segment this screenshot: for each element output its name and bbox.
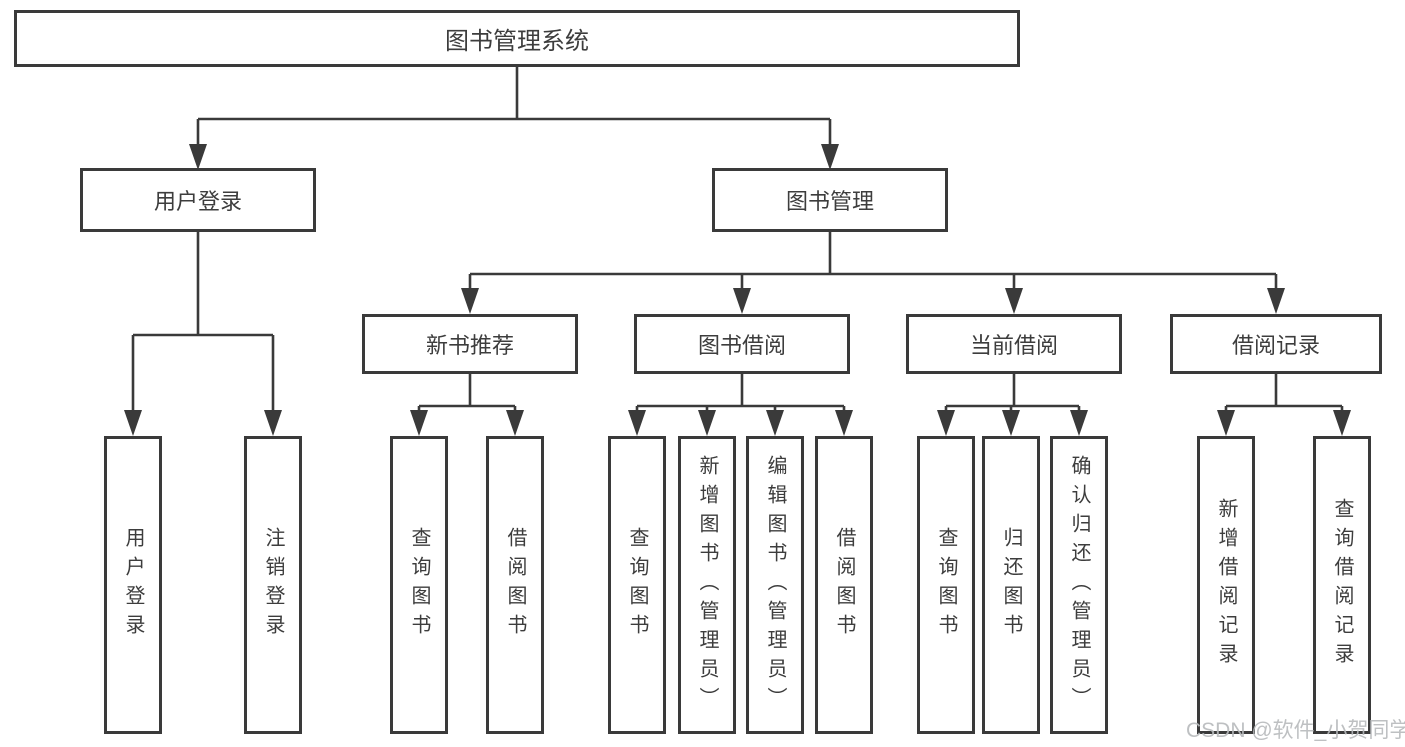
- node-borrow-records: 借阅记录: [1170, 314, 1382, 374]
- leaf-query-book-recommend: 查询图书: [390, 436, 448, 734]
- leaf-add-borrow-record: 新增借阅记录: [1197, 436, 1255, 734]
- node-root-system: 图书管理系统: [14, 10, 1020, 67]
- leaf-user-login: 用户登录: [104, 436, 162, 734]
- leaf-borrow-book-recommend: 借阅图书: [486, 436, 544, 734]
- node-current-borrow: 当前借阅: [906, 314, 1122, 374]
- leaf-confirm-return-admin: 确认归还（管理员）: [1050, 436, 1108, 734]
- leaf-borrow-book: 借阅图书: [815, 436, 873, 734]
- leaf-query-book-current: 查询图书: [917, 436, 975, 734]
- leaf-query-book-borrow: 查询图书: [608, 436, 666, 734]
- csdn-watermark: CSDN @软件_小贺同学: [1186, 719, 1405, 742]
- leaf-add-book-admin: 新增图书（管理员）: [678, 436, 736, 734]
- node-book-borrow: 图书借阅: [634, 314, 850, 374]
- node-book-management: 图书管理: [712, 168, 948, 232]
- node-new-book-recommend: 新书推荐: [362, 314, 578, 374]
- node-user-login: 用户登录: [80, 168, 316, 232]
- leaf-return-book: 归还图书: [982, 436, 1040, 734]
- leaf-query-borrow-record: 查询借阅记录: [1313, 436, 1371, 734]
- leaf-logout: 注销登录: [244, 436, 302, 734]
- leaf-edit-book-admin: 编辑图书（管理员）: [746, 436, 804, 734]
